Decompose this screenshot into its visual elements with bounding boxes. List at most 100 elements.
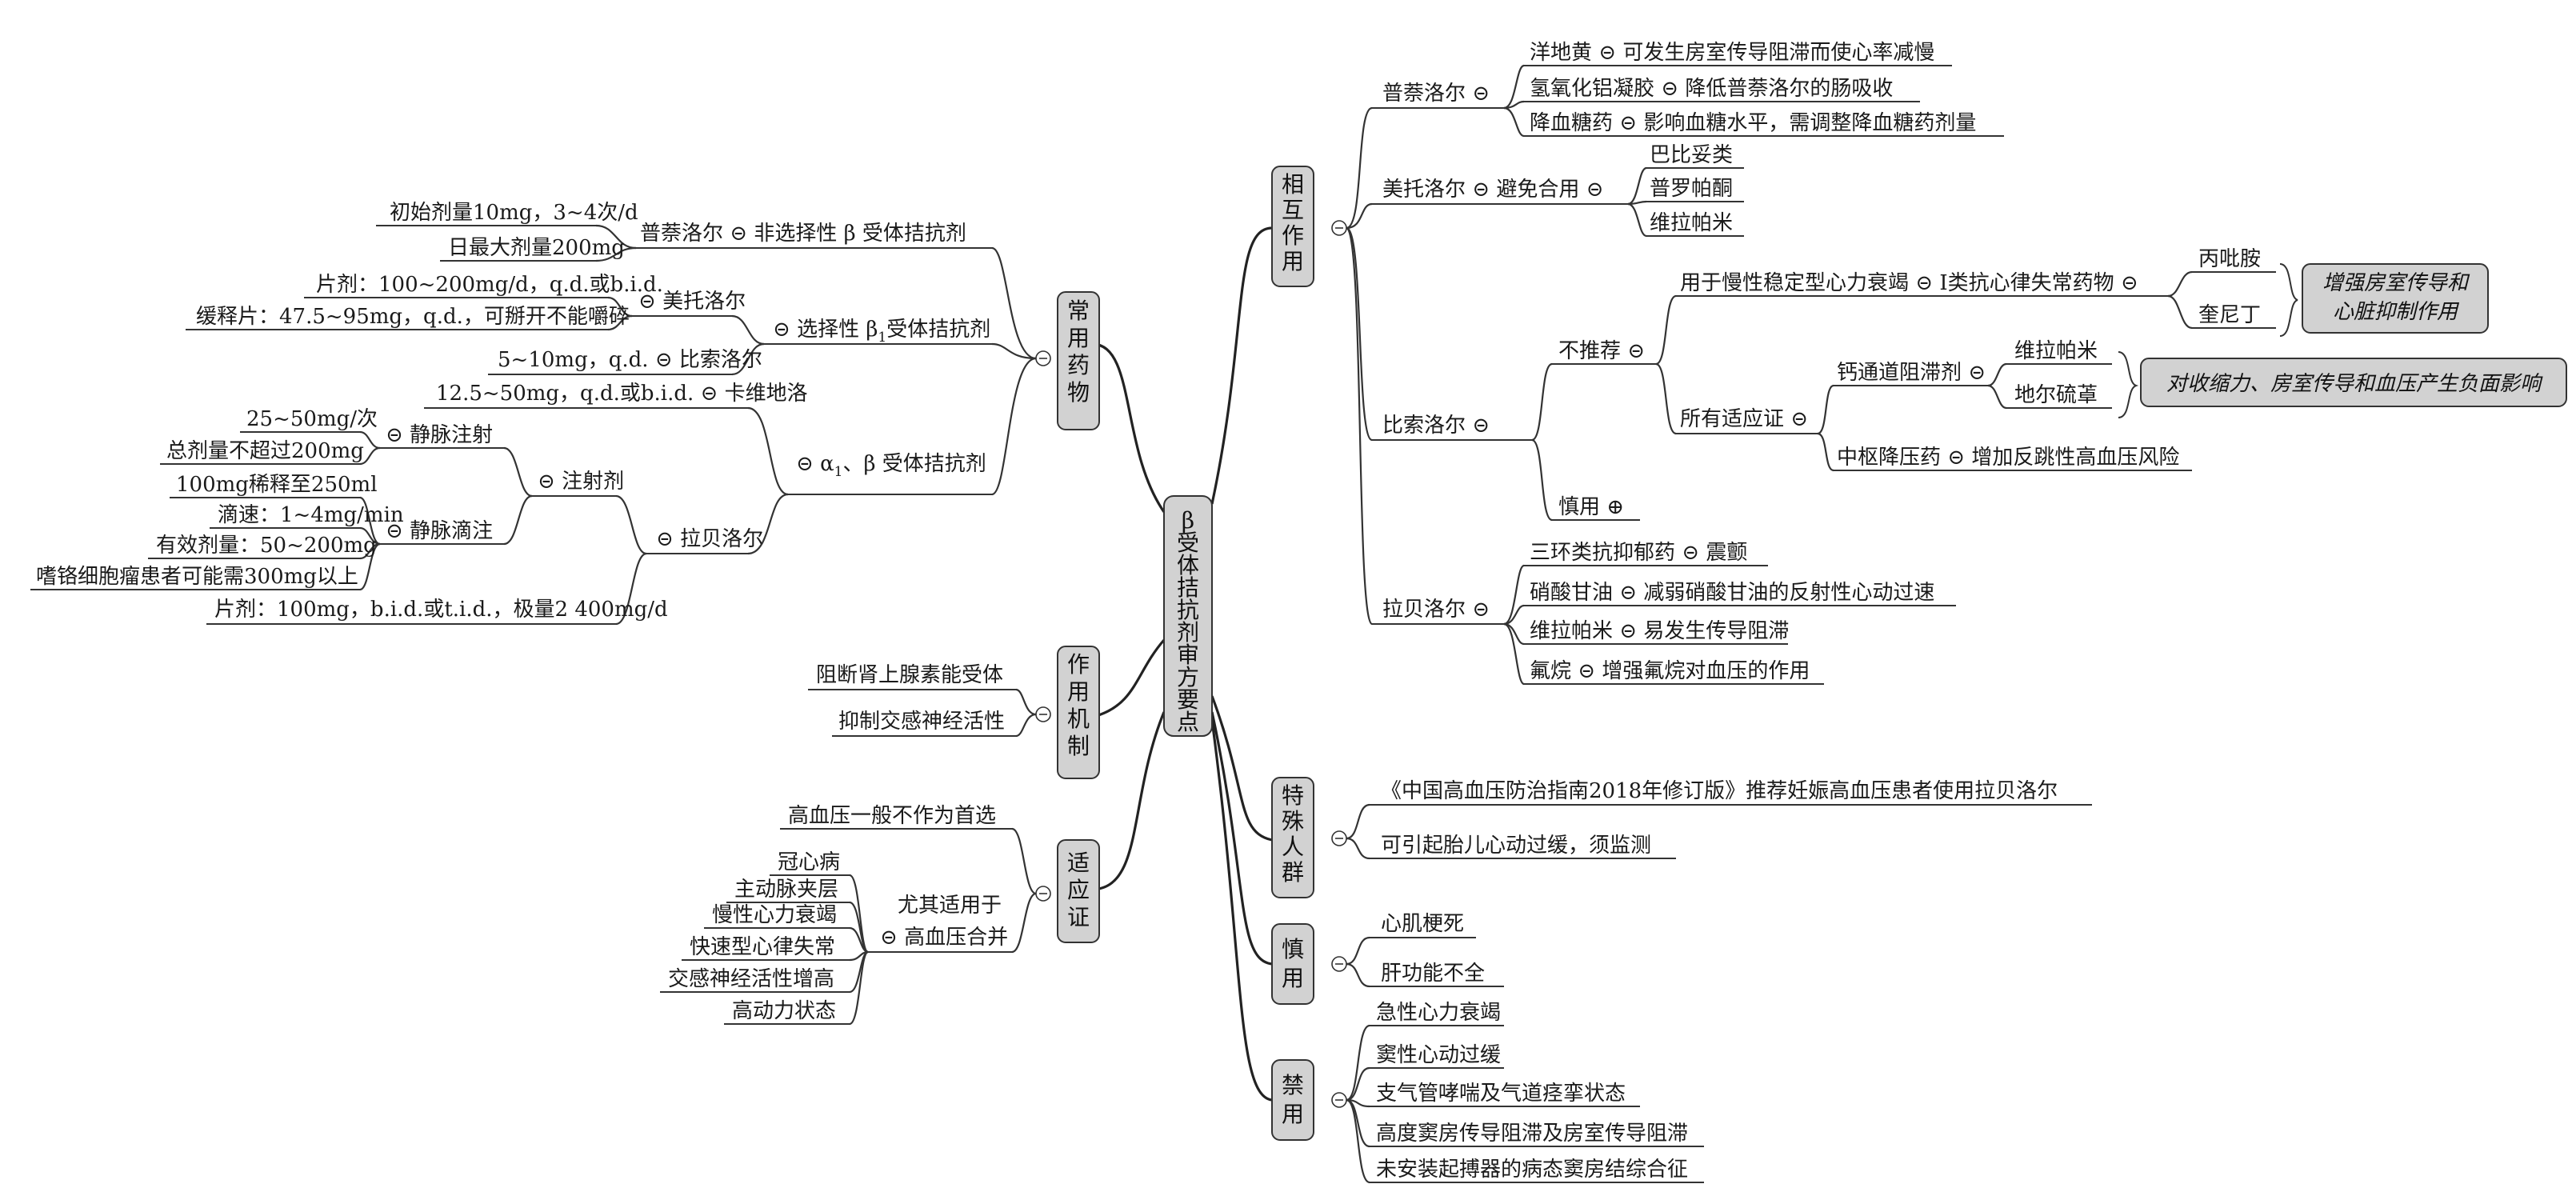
collapse-mark[interactable] bbox=[1331, 956, 1347, 972]
iv-bolus-dose-2: 总剂量不超过200mg bbox=[160, 439, 364, 465]
mechanism-2: 抑制交感神经活性 bbox=[832, 710, 1016, 737]
metoprolol-interaction-node[interactable]: 美托洛尔 ⊝ 避免合用 ⊝ bbox=[1372, 178, 1628, 205]
collapse-mark[interactable] bbox=[1331, 1092, 1347, 1108]
svg-text:奎尼丁: 奎尼丁 bbox=[2198, 303, 2261, 327]
collapse-mark[interactable] bbox=[1035, 706, 1051, 722]
all-indications-node[interactable]: 所有适应证 ⊝ bbox=[1676, 407, 1818, 434]
svg-text:⊝ 高血压合并: ⊝ 高血压合并 bbox=[880, 926, 1008, 950]
svg-text:美托洛尔 ⊝ 避免合用 ⊝: 美托洛尔 ⊝ 避免合用 ⊝ bbox=[1382, 178, 1603, 202]
svg-text:交感神经活性增高: 交感神经活性增高 bbox=[668, 967, 834, 991]
svg-text:⊝ 选择性 β1受体拮抗剂: ⊝ 选择性 β1受体拮抗剂 bbox=[773, 318, 990, 346]
svg-text:用于慢性稳定型心力衰竭 ⊝ Ⅰ类抗心律失常药物 ⊝: 用于慢性稳定型心力衰竭 ⊝ Ⅰ类抗心律失常药物 ⊝ bbox=[1680, 271, 2138, 295]
section-common-drugs[interactable]: 常 用 药 物 bbox=[1057, 291, 1100, 430]
section-mechanism[interactable]: 作 用 机 制 bbox=[1057, 646, 1100, 779]
section-special-populations[interactable]: 特 殊 人 群 bbox=[1271, 777, 1314, 898]
collapse-mark[interactable] bbox=[1331, 220, 1347, 236]
svg-text:相: 相 bbox=[1282, 171, 1304, 198]
pregnancy-guideline: 《中国高血压防治指南2018年修订版》推荐妊娠高血压患者使用拉贝洛尔 bbox=[1370, 779, 2092, 806]
comorbidity-tachyarrhythmia: 快速型心律失常 bbox=[682, 935, 850, 961]
svg-text:用: 用 bbox=[1067, 325, 1090, 351]
svg-text:用: 用 bbox=[1282, 965, 1304, 991]
collapse-mark[interactable] bbox=[1035, 350, 1051, 366]
especially-for-node[interactable]: 尤其适用于 ⊝ 高血压合并 bbox=[868, 894, 1012, 953]
svg-text:作: 作 bbox=[1067, 651, 1090, 678]
central-antihypertensive: 中枢降压药 ⊝ 增加反跳性高血压风险 bbox=[1834, 446, 2192, 471]
diltiazem: 地尔硫䓬 bbox=[2006, 383, 2112, 409]
svg-text:⊝ 美托洛尔: ⊝ 美托洛尔 bbox=[638, 290, 746, 314]
svg-text:有效剂量：50~200mg: 有效剂量：50~200mg bbox=[156, 534, 377, 558]
iv-bolus-node[interactable]: ⊝ 静脉注射 bbox=[380, 423, 504, 449]
svg-text:不推荐 ⊝: 不推荐 ⊝ bbox=[1558, 339, 1645, 363]
labetalol-node[interactable]: ⊝ 拉贝洛尔 bbox=[646, 527, 763, 554]
svg-text:5~10mg，q.d. ⊝ 比索洛尔: 5~10mg，q.d. ⊝ 比索洛尔 bbox=[498, 348, 762, 372]
svg-text:钙通道阻滞剂 ⊝: 钙通道阻滞剂 ⊝ bbox=[1837, 361, 1986, 385]
svg-text:慢性心力衰竭: 慢性心力衰竭 bbox=[712, 903, 837, 927]
svg-text:地尔硫䓬: 地尔硫䓬 bbox=[2014, 383, 2098, 407]
brace bbox=[2279, 263, 2298, 337]
svg-text:⊝ 拉贝洛尔: ⊝ 拉贝洛尔 bbox=[656, 527, 763, 551]
carvedilol-dose: 12.5~50mg，q.d.或b.i.d. ⊝ 卡维地洛 bbox=[424, 382, 808, 409]
common-drugs-branches bbox=[991, 246, 1037, 496]
svg-text:维拉帕米 ⊝ 易发生传导阻滞: 维拉帕米 ⊝ 易发生传导阻滞 bbox=[1530, 619, 1789, 643]
iv-drip-effective-dose: 有效剂量：50~200mg bbox=[148, 534, 377, 559]
alpha-beta-node[interactable]: ⊝ α1、β 受体拮抗剂 bbox=[788, 452, 992, 495]
svg-text:25~50mg/次: 25~50mg/次 bbox=[246, 407, 378, 431]
collapse-mark[interactable] bbox=[1035, 886, 1051, 902]
svg-text:殊: 殊 bbox=[1282, 808, 1304, 834]
svg-text:群: 群 bbox=[1282, 859, 1304, 886]
callout-av-conduction: 增强房室传导和 心脏抑制作用 bbox=[2302, 263, 2489, 334]
aluminum-hydroxide-interaction: 氢氧化铝凝胶 ⊝ 降低普萘洛尔的肠吸收 bbox=[1524, 77, 1920, 102]
svg-text:⊝ 静脉滴注: ⊝ 静脉滴注 bbox=[386, 519, 493, 543]
iv-drip-pheo-note: 嗜铬细胞瘤患者可能需300mg以上 bbox=[30, 565, 360, 590]
comorbidity-aortic-dissection: 主动脉夹层 bbox=[726, 878, 850, 903]
center-node[interactable]: β 受 体 拮 抗 剂 审 方 要 点 bbox=[1163, 495, 1213, 737]
svg-text:慎用 ⊕: 慎用 ⊕ bbox=[1558, 495, 1624, 519]
svg-text:特: 特 bbox=[1282, 782, 1304, 809]
quinidine: 奎尼丁 bbox=[2192, 303, 2276, 329]
svg-text:物: 物 bbox=[1067, 379, 1090, 406]
hepatic-insufficiency: 肝功能不全 bbox=[1370, 962, 1504, 987]
iv-drip-node[interactable]: ⊝ 静脉滴注 bbox=[380, 519, 504, 545]
svg-text:拮: 拮 bbox=[1177, 574, 1199, 601]
comorbidity-sympathetic: 交感神经活性增高 bbox=[660, 967, 850, 993]
propranolol-interaction-node[interactable]: 普萘洛尔 ⊝ bbox=[1372, 82, 1504, 109]
injection-node[interactable]: ⊝ 注射剂 bbox=[532, 470, 624, 497]
labetalol-interaction-node[interactable]: 拉贝洛尔 ⊝ bbox=[1372, 598, 1504, 625]
svg-text:药: 药 bbox=[1067, 352, 1090, 378]
asthma-bronchospasm: 支气管哮喘及气道痉挛状态 bbox=[1370, 1082, 1640, 1107]
caution-use-node[interactable]: 慎用 ⊕ bbox=[1552, 495, 1640, 521]
svg-text:氟烷 ⊝ 增强氟烷对血压的作用: 氟烷 ⊝ 增强氟烷对血压的作用 bbox=[1530, 659, 1810, 683]
ccb-node[interactable]: 钙通道阻滞剂 ⊝ bbox=[1834, 361, 1988, 386]
section-interactions[interactable]: 相 互 作 用 bbox=[1271, 166, 1314, 287]
section-contraindications[interactable]: 禁 用 bbox=[1271, 1059, 1314, 1141]
svg-text:可引起胎儿心动过缓，须监测: 可引起胎儿心动过缓，须监测 bbox=[1381, 834, 1651, 858]
bisoprolol-interaction-node[interactable]: 比索洛尔 ⊝ bbox=[1372, 414, 1532, 441]
svg-text:中枢降压药 ⊝ 增加反跳性高血压风险: 中枢降压药 ⊝ 增加反跳性高血压风险 bbox=[1837, 446, 2179, 470]
section-caution[interactable]: 慎 用 bbox=[1271, 923, 1314, 1005]
svg-text:抗: 抗 bbox=[1177, 597, 1199, 623]
iv-drip-rate: 滴速：1~4mg/min bbox=[210, 503, 404, 529]
svg-text:片剂：100mg，b.i.d.或t.i.d.，极量2 400: 片剂：100mg，b.i.d.或t.i.d.，极量2 400mg/d bbox=[214, 598, 668, 622]
nitroglycerin-interaction: 硝酸甘油 ⊝ 减弱硝酸甘油的反射性心动过速 bbox=[1524, 581, 1956, 606]
svg-text:增强房室传导和: 增强房室传导和 bbox=[2322, 271, 2470, 295]
svg-text:洋地黄 ⊝ 可发生房室传导阻滞而使心率减慢: 洋地黄 ⊝ 可发生房室传导阻滞而使心率减慢 bbox=[1530, 41, 1934, 65]
section-indications[interactable]: 适 应 证 bbox=[1057, 839, 1100, 943]
svg-text:体: 体 bbox=[1177, 552, 1199, 578]
svg-text:肝功能不全: 肝功能不全 bbox=[1381, 962, 1485, 986]
svg-text:机: 机 bbox=[1067, 706, 1090, 732]
propranolol-dose-1: 初始剂量10mg，3~4次/d bbox=[376, 201, 638, 226]
comorbidity-chd: 冠心病 bbox=[770, 850, 850, 876]
collapse-mark[interactable] bbox=[1331, 830, 1347, 846]
chf-use-node[interactable]: 用于慢性稳定型心力衰竭 ⊝ Ⅰ类抗心律失常药物 ⊝ bbox=[1676, 271, 2168, 297]
selective-node[interactable]: ⊝ 选择性 β1受体拮抗剂 bbox=[764, 318, 992, 346]
nonselective-node[interactable]: 普萘洛尔 ⊝ 非选择性 β 受体拮抗剂 bbox=[636, 222, 992, 249]
svg-text:抑制交感神经活性: 抑制交感神经活性 bbox=[838, 710, 1005, 734]
svg-text:支气管哮喘及气道痉挛状态: 支气管哮喘及气道痉挛状态 bbox=[1376, 1082, 1626, 1106]
svg-text:用: 用 bbox=[1067, 678, 1090, 705]
not-recommended-node[interactable]: 不推荐 ⊝ bbox=[1552, 339, 1656, 365]
verapamil-interaction: 维拉帕米 ⊝ 易发生传导阻滞 bbox=[1524, 619, 1789, 645]
trunk-lines bbox=[1091, 226, 1273, 1102]
svg-text:丙吡胺: 丙吡胺 bbox=[2198, 247, 2261, 271]
metoprolol-node[interactable]: ⊝ 美托洛尔 bbox=[632, 290, 746, 317]
labetalol-tablet: 片剂：100mg，b.i.d.或t.i.d.，极量2 400mg/d bbox=[206, 598, 668, 625]
